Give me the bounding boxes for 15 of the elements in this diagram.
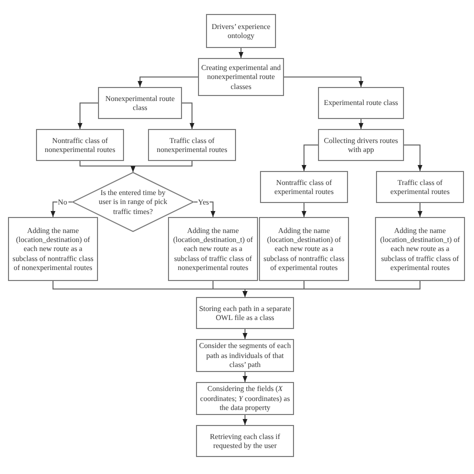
arrow [242, 414, 248, 426]
arrow [242, 280, 420, 298]
arrow [182, 102, 194, 130]
arrow [138, 76, 198, 88]
arrow [130, 160, 192, 172]
arrow [404, 144, 422, 172]
arrow [302, 144, 318, 172]
arrow [78, 102, 98, 130]
arrow [358, 118, 364, 130]
arrow [302, 202, 306, 218]
arrow [242, 328, 248, 340]
arrow [242, 372, 248, 382]
arrow [284, 76, 364, 88]
arrow [418, 202, 422, 218]
arrow [238, 48, 244, 58]
